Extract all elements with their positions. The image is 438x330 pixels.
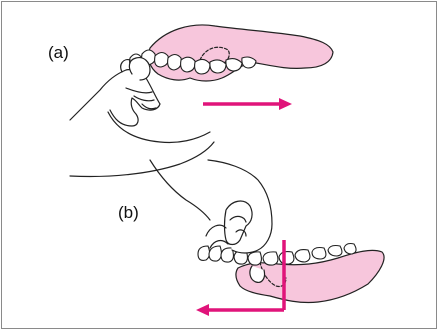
arrow-b-head bbox=[196, 304, 209, 316]
panel-a: (a) bbox=[48, 25, 333, 177]
hand-b-arm bbox=[150, 160, 210, 220]
arrow-a-head bbox=[279, 98, 292, 110]
panel-b-label: (b) bbox=[118, 203, 139, 222]
upper-denture-base bbox=[148, 25, 333, 81]
panel-a-label: (a) bbox=[48, 43, 69, 62]
panel-b: (b) bbox=[118, 160, 384, 316]
hand-a-wrist-lower bbox=[70, 142, 214, 177]
